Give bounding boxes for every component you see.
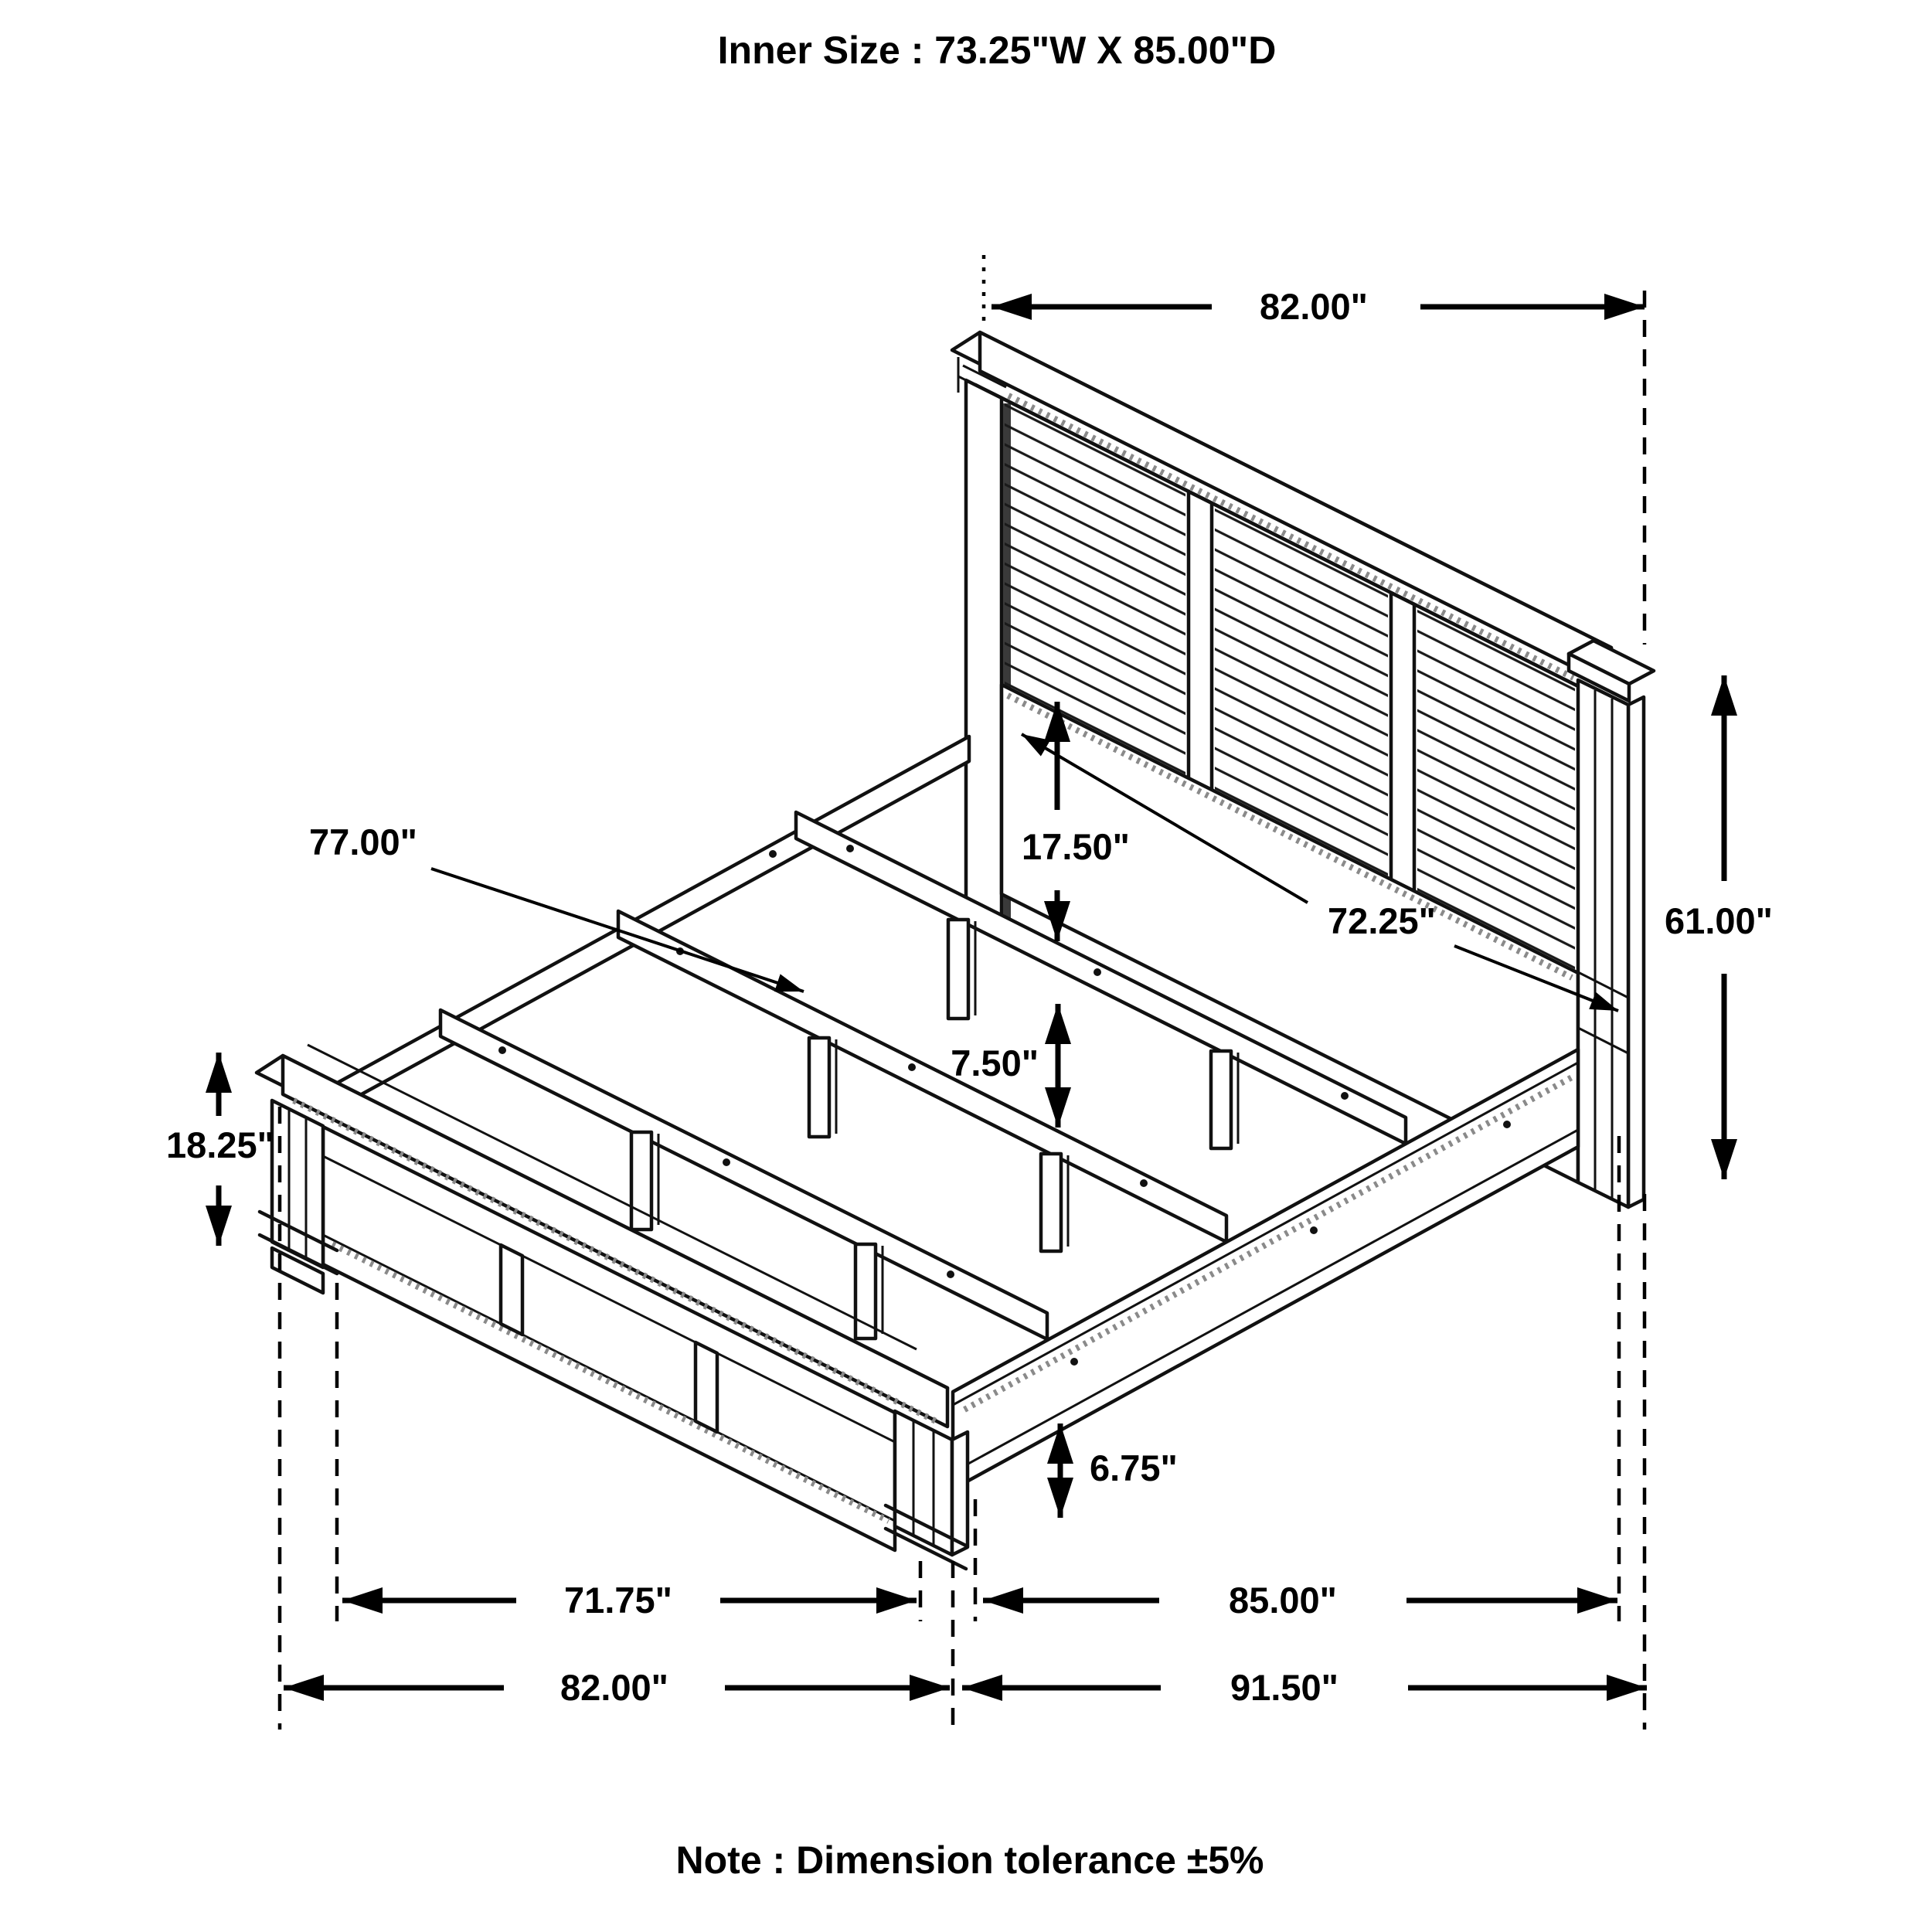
headboard-left-post-cap2 (962, 364, 1007, 389)
tolerance-note: Note : Dimension tolerance ±5% (676, 1838, 1264, 1882)
headboard-right-post-cap-front (1566, 651, 1631, 703)
interior-frame (325, 734, 1580, 1492)
dim-label-footboard-inner-width: 71.75" (564, 1580, 672, 1621)
leader-inner-width-right (1454, 944, 1619, 1012)
louver-panel-3 (1417, 607, 1575, 971)
footboard-cap-hatch (292, 1097, 940, 1426)
headboard-mullion-2 (1389, 590, 1417, 893)
page-title: Inner Size : 73.25"W X 85.00"D (718, 29, 1277, 72)
footboard-top-rail-line (322, 1155, 896, 1444)
headboard-left-post (964, 378, 1004, 941)
footboard-mullion-1 (498, 1243, 525, 1337)
louver-panel-1 (1005, 401, 1185, 775)
footboard (254, 1043, 970, 1571)
footboard-back-edge (307, 1043, 917, 1351)
post-joint-line-1 (1577, 971, 1629, 999)
headboard-rail-hatch (1006, 692, 1573, 981)
footboard-mullion-2 (693, 1340, 719, 1434)
dim-label-headboard-height: 61.00" (1665, 900, 1773, 941)
dim-label-footboard-height: 18.25" (166, 1124, 274, 1165)
dim-label-slat-length: 77.00" (309, 821, 417, 862)
dim-label-slat-gap: 7.50" (951, 1043, 1039, 1083)
dim-label-panel-height: 17.50" (1022, 826, 1130, 867)
headboard-cap-hatch (1007, 393, 1575, 681)
dim-label-siderail-length: 85.00" (1229, 1580, 1337, 1621)
dim-label-rail-clearance: 6.75" (1090, 1447, 1178, 1488)
headboard-mullion-1 (1186, 489, 1214, 792)
dim-label-overall-depth: 91.50" (1230, 1667, 1338, 1708)
louver-top-edge (999, 396, 1580, 689)
dim-label-headboard-inner-width: 72.25" (1328, 900, 1436, 941)
footboard-rail-hatch (331, 1241, 890, 1524)
dim-label-footboard-width: 82.00" (560, 1667, 668, 1708)
leader-inner-width-left (1020, 733, 1309, 904)
dim-label-headboard-width: 82.00" (1260, 286, 1368, 327)
extension-lines (277, 255, 1647, 1730)
headboard (950, 330, 1656, 1209)
louver-panel-2 (1215, 506, 1388, 878)
footboard-cap-front-face (281, 1053, 950, 1429)
leader-slat-length (430, 867, 804, 993)
screw-dot (769, 850, 777, 858)
footboard-left-post (257, 1098, 339, 1295)
post-joint-line-2 (1577, 1026, 1629, 1055)
headboard-right-post-side (1626, 695, 1646, 1209)
dimension-annotations: 82.00" 17.50" 7.50" 77.00" 72.25" 61.00"… (166, 286, 1773, 1708)
front-side-rail (951, 1047, 1580, 1492)
slat-bar-1 (794, 810, 1408, 1151)
headboard-right-post (1576, 678, 1631, 1209)
